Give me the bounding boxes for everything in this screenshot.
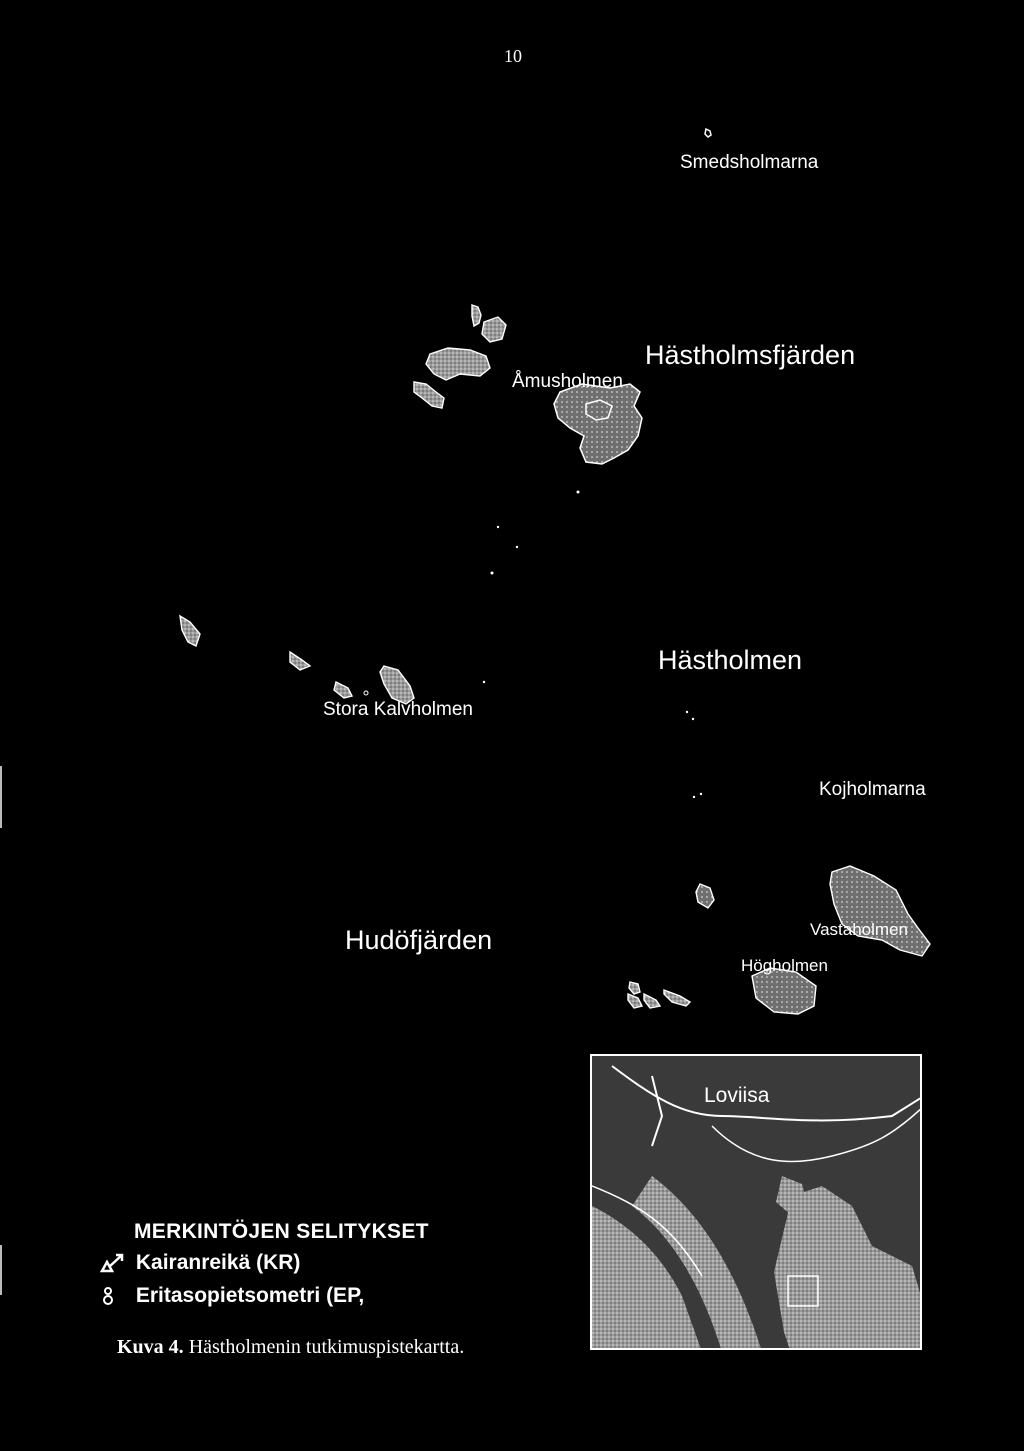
rock-dot <box>691 717 695 721</box>
label-hogholmen: Högholmen <box>741 956 828 975</box>
drill-hole-icon <box>99 1254 124 1273</box>
inset-label-loviisa: Loviisa <box>704 1084 770 1107</box>
scan-edge-mark <box>0 766 2 828</box>
legend-item-piezometer: Eritasopietsometri (EP, <box>100 1284 364 1308</box>
page-number: 10 <box>504 46 522 66</box>
caption-prefix: Kuva 4. <box>117 1336 184 1358</box>
rock-dot <box>692 795 696 799</box>
figure-caption: Kuva 4. Hästholmenin tutkimuspistekartta… <box>117 1336 464 1359</box>
rock-dot <box>576 490 580 494</box>
piezometer-icon <box>103 1287 113 1306</box>
legend-title: MERKINTÖJEN SELITYKSET <box>134 1220 429 1243</box>
rock-dot <box>482 680 486 684</box>
rock-dot <box>685 710 689 714</box>
label-kojholmarna: Kojholmarna <box>819 779 926 800</box>
legend-label-piezometer: Eritasopietsometri (EP, <box>135 1284 365 1307</box>
vastaholmen-islands <box>695 865 931 1015</box>
hudofjarden-islets <box>627 981 692 1009</box>
smedsholmarna-islet <box>704 127 712 138</box>
label-smedsholmarna: Smedsholmarna <box>680 152 819 173</box>
location-inset-map: Loviisa <box>590 1054 922 1350</box>
label-stora-kalvholmen: Stora Kalvholmen <box>323 699 473 720</box>
label-vastaholmen: Vastaholmen <box>810 920 908 939</box>
caption-text: Hästholmenin tutkimuspistekartta. <box>188 1336 465 1358</box>
legend-label-drill-hole: Kairanreikä (KR) <box>135 1251 301 1274</box>
stora-kalvholmen-islands <box>179 614 415 705</box>
hastholmen-island <box>553 383 643 465</box>
rock-dot <box>496 525 500 529</box>
scan-edge-mark <box>0 1245 2 1295</box>
legend-item-drill-hole: Kairanreikä (KR) <box>99 1251 301 1275</box>
inset-map-graphic <box>592 1056 920 1348</box>
label-hudofjarden: Hudöfjärden <box>345 925 493 955</box>
label-hastholmsfjarden: Hästholmsfjärden <box>645 340 856 370</box>
rock-dot <box>490 571 494 575</box>
rock-dot <box>699 792 703 796</box>
amusholmen-islands <box>413 304 507 409</box>
label-amusholmen: Åmusholmen <box>512 371 623 392</box>
rock-dot <box>363 690 369 696</box>
rock-dot <box>515 545 519 549</box>
label-hastholmen: Hästholmen <box>658 645 803 675</box>
